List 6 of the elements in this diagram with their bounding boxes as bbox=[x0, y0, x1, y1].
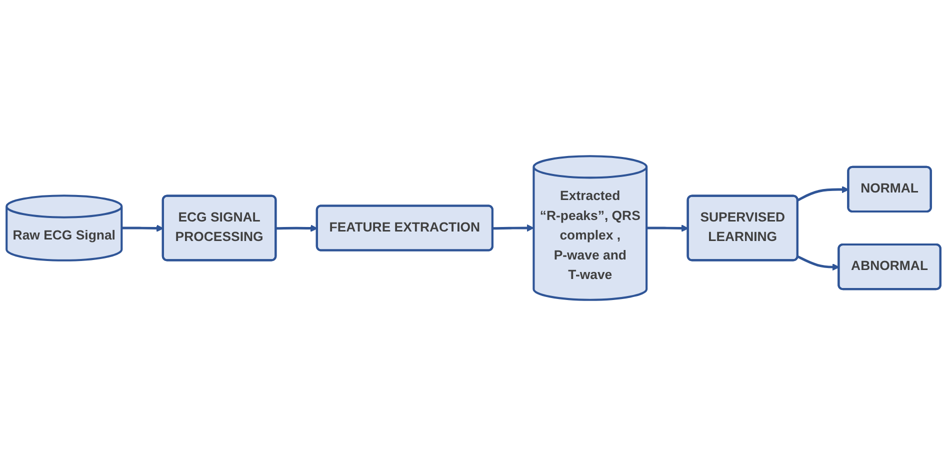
arrow bbox=[797, 186, 849, 202]
arrow bbox=[797, 255, 840, 271]
arrow bbox=[492, 224, 534, 232]
arrow bbox=[646, 224, 689, 232]
arrow bbox=[122, 224, 164, 232]
arrow bbox=[276, 224, 318, 232]
